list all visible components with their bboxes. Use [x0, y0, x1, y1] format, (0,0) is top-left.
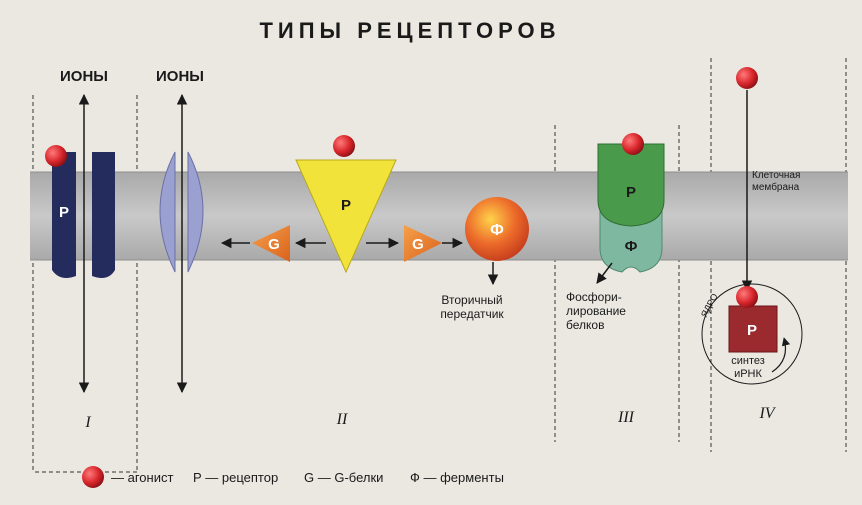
- second-messenger-line-1: Вторичный: [441, 293, 502, 307]
- enzyme-letter: Ф: [490, 222, 504, 239]
- g-protein-left: [252, 225, 290, 262]
- agonist-icon: [333, 135, 355, 157]
- phospho-line-1: Фосфори-: [566, 290, 622, 304]
- synthesis-line-2: иРНК: [734, 368, 762, 380]
- agonist-icon: [45, 145, 67, 167]
- ion-channel-2-left: [159, 151, 176, 273]
- type-label-4: IV: [758, 405, 776, 422]
- g-letter-right: G: [412, 236, 424, 253]
- receptor-letter-2: Р: [341, 197, 351, 214]
- legend-receptor: Р — рецептор: [193, 470, 278, 485]
- g-protein-receptor: [295, 159, 397, 274]
- membrane-label-2: мембрана: [752, 181, 800, 193]
- legend-agonist: — агонист: [111, 470, 173, 485]
- second-messenger-line-2: передатчик: [440, 307, 504, 321]
- type-label-2: II: [336, 411, 348, 428]
- synthesis-line-1: синтез: [731, 355, 765, 367]
- ion-channel-2-right: [187, 151, 204, 273]
- g-protein-right: [404, 225, 442, 262]
- type-label-3: III: [617, 409, 635, 426]
- kinase-top: [597, 143, 665, 227]
- legend-gprotein: G — G-белки: [304, 470, 383, 485]
- receptor-letter-3: Р: [626, 184, 636, 201]
- receptor-letter-1: Р: [59, 204, 69, 221]
- page-title: ТИПЫ РЕЦЕПТОРОВ: [259, 18, 560, 43]
- nucleus-curved-arrow: [771, 337, 791, 373]
- agonist-icon: [736, 67, 758, 89]
- phospho-line-2: лирование: [566, 304, 626, 318]
- legend-agonist-icon: [82, 466, 104, 488]
- legend-enzymes: Ф — ферменты: [410, 470, 504, 485]
- membrane-label-1: Клеточная: [752, 170, 800, 181]
- ion-channel-right-half: [92, 152, 115, 278]
- kinase-f-letter: Ф: [625, 238, 638, 255]
- phospho-line-3: белков: [566, 318, 604, 332]
- cell-membrane: [30, 172, 848, 260]
- ion-channel-left-half: [52, 152, 76, 278]
- arrow-to-phosphorylation: [596, 262, 613, 284]
- ions-label-1: ИОНЫ: [60, 68, 108, 85]
- nuclear-receptor: [728, 305, 778, 353]
- agonist-icon: [622, 133, 644, 155]
- receptor-letter-4: Р: [747, 322, 757, 339]
- ions-label-2: ИОНЫ: [156, 68, 204, 85]
- agonist-icon: [736, 286, 758, 308]
- type-label-1: I: [84, 414, 91, 431]
- enzyme-circle: [465, 197, 529, 261]
- legend: — агонист Р — рецептор G — G-белки Ф — ф…: [82, 466, 504, 488]
- nucleus-outline: [701, 283, 803, 385]
- g-letter-left: G: [268, 236, 280, 253]
